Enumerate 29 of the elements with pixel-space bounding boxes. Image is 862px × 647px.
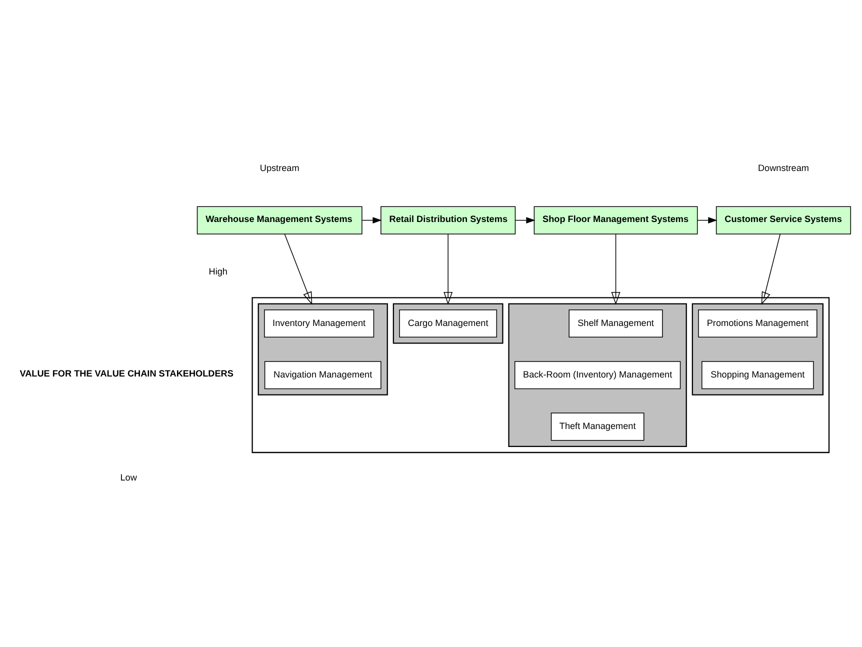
node-box: Warehouse Management Systems: [196, 206, 362, 234]
cluster: [692, 303, 824, 396]
label: Low: [120, 472, 137, 483]
node-box: Cargo Management: [399, 309, 498, 338]
arrow: [611, 234, 620, 305]
label: Upstream: [260, 163, 300, 174]
arrow: [444, 234, 453, 305]
cluster: [392, 303, 504, 344]
node-box: Navigation Management: [264, 361, 382, 390]
cluster: [258, 303, 388, 396]
node-box: Shop Floor Management Systems: [534, 206, 698, 234]
node-box: Theft Management: [550, 412, 644, 441]
label: VALUE FOR THE VALUE CHAIN STAKEHOLDERS: [20, 368, 234, 379]
node-box: Retail Distribution Systems: [380, 206, 516, 234]
cluster: [508, 303, 687, 447]
arrow: [761, 234, 781, 305]
node-box: Shelf Management: [568, 309, 663, 338]
label: High: [208, 266, 228, 276]
node-box: Inventory Management: [264, 309, 374, 338]
label: Downstream: [758, 163, 810, 174]
node-box: Shopping Management: [702, 361, 814, 390]
arrow: [284, 234, 312, 305]
arrow: [515, 217, 536, 224]
node-box: Customer Service Systems: [716, 206, 852, 234]
node-box: Promotions Management: [698, 309, 818, 338]
arrow: [362, 217, 382, 224]
arrow: [697, 217, 718, 224]
node-box: Back-Room (Inventory) Management: [514, 361, 681, 390]
cluster: [252, 297, 830, 454]
